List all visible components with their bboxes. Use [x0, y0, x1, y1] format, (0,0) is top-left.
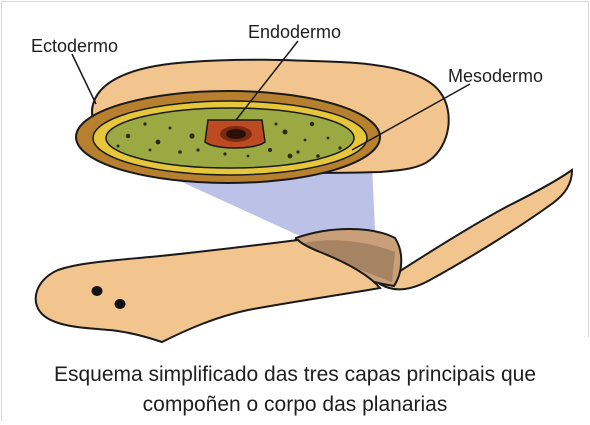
planarian-body-rear [380, 170, 572, 289]
caption-line-2: compoñen o corpo das planarias [0, 390, 590, 420]
ectodermo-leader [72, 54, 96, 104]
label-ectodermo: Ectodermo [31, 36, 118, 56]
gut-lumen [226, 129, 246, 139]
label-mesodermo: Mesodermo [448, 66, 543, 86]
label-endodermo: Endodermo [248, 22, 341, 42]
figure-caption: Esquema simplificado das tres capas prin… [0, 360, 590, 420]
caption-line-1: Esquema simplificado das tres capas prin… [0, 360, 590, 390]
planarian-head [36, 240, 380, 342]
eyespot-left [92, 286, 103, 296]
eyespot-right [115, 299, 126, 309]
